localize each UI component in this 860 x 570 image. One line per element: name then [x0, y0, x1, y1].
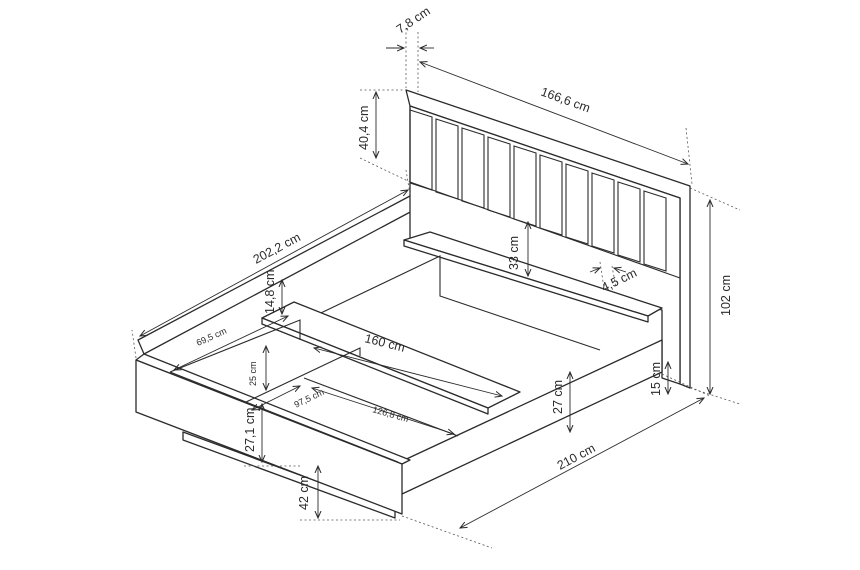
label-inner-panel-height: 14,8 cm — [263, 270, 277, 314]
label-overall-length: 210 cm — [555, 441, 598, 473]
label-sidebox-depth: 69,5 cm — [195, 326, 228, 348]
center-slat — [261, 301, 521, 409]
label-sleeping-height: 42 cm — [297, 476, 311, 510]
bed-frame — [135, 89, 691, 519]
label-storage-length: 126,8 cm — [371, 404, 409, 424]
label-total-height: 102 cm — [719, 275, 733, 316]
compartment-divider — [245, 347, 361, 403]
label-shelf-height: 33 cm — [507, 236, 521, 270]
extension-lines — [131, 28, 741, 549]
front-board — [135, 359, 403, 515]
dimension-lines — [140, 48, 710, 528]
label-headboard-width: 166,6 cm — [539, 85, 592, 116]
label-base-height: 15 cm — [649, 362, 663, 396]
label-frame-height-left: 27,1 cm — [243, 408, 257, 452]
label-storage-height: 25 cm — [248, 361, 258, 386]
label-headboard-thickness: 7,8 cm — [394, 4, 433, 37]
label-frame-height-right: 27 cm — [551, 380, 565, 414]
front-inner-edge — [169, 371, 399, 463]
label-headboard-panel-height: 40,4 cm — [357, 106, 371, 150]
label-storage-width: 97,5 cm — [292, 387, 325, 410]
